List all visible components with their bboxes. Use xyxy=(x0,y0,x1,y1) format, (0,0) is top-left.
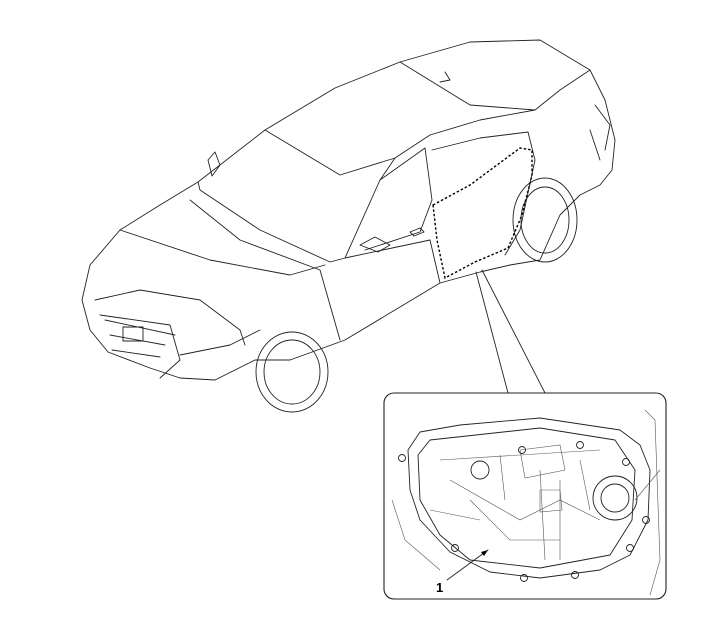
door-module-detail xyxy=(391,409,661,596)
rear-door-outline xyxy=(432,147,533,280)
callout-1-arrowhead xyxy=(481,550,488,556)
callout-leader-lines xyxy=(475,269,546,394)
car-illustration xyxy=(81,39,616,413)
door-module-inset xyxy=(383,392,667,600)
callout-1-leader xyxy=(446,549,489,581)
callout-label-1: 1 xyxy=(436,580,444,595)
